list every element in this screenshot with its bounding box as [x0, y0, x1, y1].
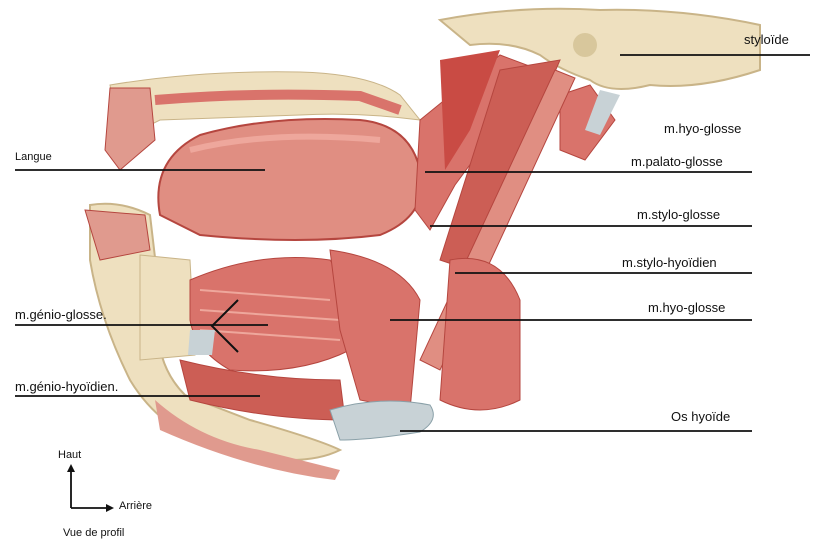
label-langue: Langue: [15, 152, 52, 163]
label-hyo-glosse: m.hyo-glosse: [648, 301, 725, 314]
label-stylo-glosse: m.stylo-glosse: [637, 208, 720, 221]
label-genio-glosse: m.génio-glosse.: [15, 308, 107, 321]
label-genio-hyoidien: m.génio-hyoïdien.: [15, 380, 118, 393]
label-os-hyoide: Os hyoïde: [671, 410, 730, 423]
hyoid-bone: [330, 401, 433, 440]
label-stylo-hyoidien: m.stylo-hyoïdien: [622, 256, 717, 269]
orientation-axes: [67, 464, 114, 512]
orientation-up-label: Haut: [58, 450, 81, 461]
tongue: [158, 119, 421, 240]
label-hyo-glosse-top: m.hyo-glosse: [664, 122, 741, 135]
orientation-back-label: Arrière: [119, 501, 152, 512]
view-caption: Vue de profil: [63, 528, 124, 539]
label-styloide: styloïde: [744, 33, 789, 46]
label-palato-glosse: m.palato-glosse: [631, 155, 723, 168]
